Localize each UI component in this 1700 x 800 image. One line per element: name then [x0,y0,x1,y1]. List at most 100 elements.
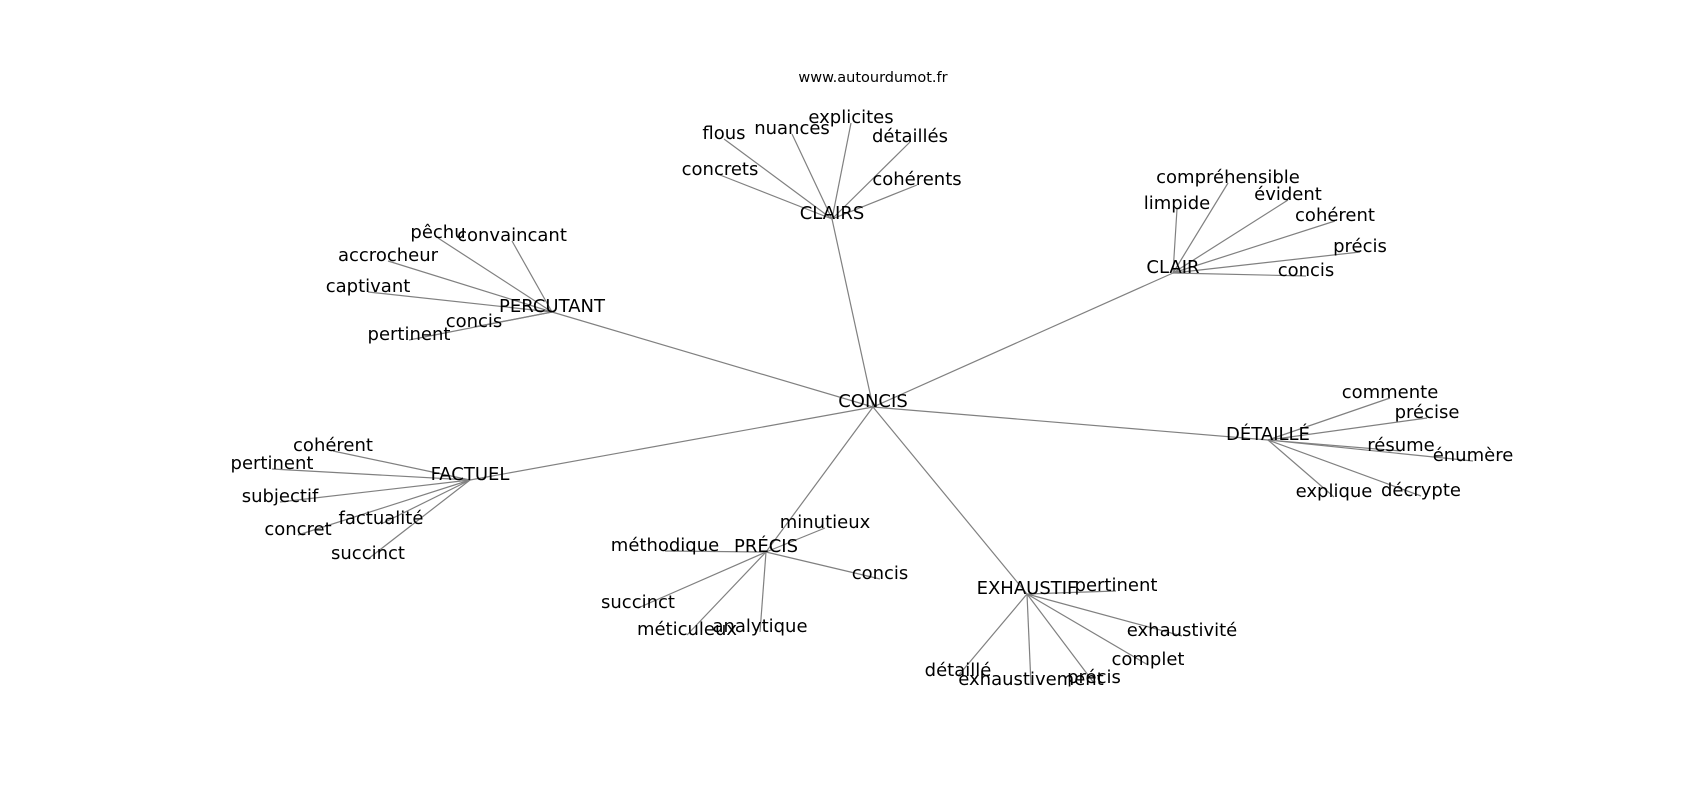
edge-exhaustif-word [1026,593,1095,684]
edge-factuel-word [332,450,471,481]
word-node-factuel: pertinent [231,453,314,474]
word-node-precis: minutieux [780,512,871,533]
edge-exhaustif-word [1026,593,1032,686]
word-node-detaille: résume [1367,435,1434,456]
edge-center-factuel [469,406,874,481]
edge-center-detaille [872,406,1269,441]
edge-precis-word [759,551,767,633]
word-node-clairs: explicites [808,107,893,128]
word-node-percutant: pertinent [368,324,451,345]
word-node-clair: évident [1254,184,1322,205]
edge-clair-word [1172,208,1178,274]
edge-clair-word [1172,251,1361,274]
edge-percutant-word [408,311,553,341]
hub-node-precis: PRÉCIS [734,535,798,557]
edge-clairs-word [791,133,833,220]
word-node-clairs: nuances [754,118,830,139]
word-node-precis: méticuleux [637,619,737,640]
edge-clairs-word [831,184,918,220]
word-node-exhaustif: précis [1067,667,1121,688]
edge-precis-word [765,551,881,580]
edge-factuel-word [297,479,471,536]
edge-exhaustif-word [1026,593,1149,666]
word-node-detaille: énumère [1433,445,1514,466]
edge-factuel-word [271,468,471,481]
word-node-exhaustif: pertinent [1075,575,1158,596]
edge-exhaustif-word [1026,593,1183,637]
edge-percutant-word [387,260,553,313]
edge-precis-word [765,527,826,553]
edge-factuel-word [380,479,471,525]
word-node-precis: concis [852,563,909,584]
edge-clair-word [1172,182,1229,274]
word-node-percutant: captivant [326,276,411,297]
word-node-factuel: factualité [339,508,424,529]
word-node-clair: limpide [1144,193,1210,214]
word-node-detaille: décrypte [1381,480,1461,501]
word-node-clairs: flous [702,123,745,144]
word-node-detaille: précise [1395,402,1460,423]
hub-node-detaille: DÉTAILLÉ [1226,423,1310,445]
edge-clair-word [1172,199,1289,274]
word-node-clairs: cohérents [872,169,961,190]
word-node-exhaustif: complet [1111,649,1184,670]
edge-center-clair [872,272,1174,408]
word-node-factuel: cohérent [293,435,373,456]
word-node-exhaustif: détaillé [925,660,992,681]
source-url: www.autourdumot.fr [798,70,947,86]
edge-percutant-word [437,237,553,313]
edge-percutant-word [367,291,553,313]
word-node-precis: méthodique [611,535,719,556]
edge-factuel-word [279,479,471,503]
edge-percutant-word [511,240,553,313]
word-node-precis: analytique [712,616,807,637]
word-node-detaille: explique [1296,481,1373,502]
word-node-clair: précis [1333,236,1387,257]
word-node-detaille: commente [1342,382,1439,403]
edge-factuel-word [367,479,471,560]
edge-precis-word [664,550,767,553]
edge-precis-word [637,551,767,609]
edge-detaille-word [1267,417,1428,441]
word-node-clairs: détaillés [872,126,948,147]
center-node-label: CONCIS [838,391,908,412]
edge-clairs-word [831,141,911,220]
word-node-clair: cohérent [1295,205,1375,226]
edge-detaille-word [1267,439,1474,462]
graph-labels: www.autourdumot.fr CONCIS CLAIRS flous nua… [231,70,1514,690]
word-node-percutant: convaincant [457,225,567,246]
word-node-clairs: concrets [682,159,759,180]
edge-detaille-word [1267,439,1422,497]
word-node-clair: compréhensible [1156,167,1300,188]
edge-exhaustif-word [957,593,1028,677]
hub-node-exhaustif: EXHAUSTIF [977,578,1078,599]
word-node-factuel: succinct [331,543,405,564]
word-node-factuel: concret [264,519,331,540]
edge-clair-word [1172,272,1307,277]
word-node-exhaustif: exhaustivement [958,669,1104,690]
edge-exhaustif-word [1026,590,1117,595]
graph-edges [271,122,1474,686]
edge-precis-word [686,551,767,636]
word-node-percutant: accrocheur [338,245,439,266]
word-node-exhaustif: exhaustivité [1127,620,1237,641]
word-node-percutant: pêchu [410,222,465,243]
edge-detaille-word [1267,397,1391,441]
hub-node-clair: CLAIR [1146,257,1199,278]
edge-clairs-word [719,174,833,220]
hub-node-factuel: FACTUEL [431,464,510,485]
edge-clairs-word [831,122,852,220]
hub-node-clairs: CLAIRS [800,203,865,224]
edge-center-clairs [831,218,874,408]
word-node-factuel: subjectif [242,486,319,507]
edge-detaille-word [1267,439,1335,498]
edge-clair-word [1172,220,1336,274]
edge-center-exhaustif [872,406,1028,595]
hub-node-percutant: PERCUTANT [499,296,606,317]
edge-clairs-word [723,138,833,220]
word-node-precis: succinct [601,592,675,613]
edge-center-precis [765,406,874,553]
word-node-percutant: concis [446,311,503,332]
edge-center-percutant [551,311,874,408]
